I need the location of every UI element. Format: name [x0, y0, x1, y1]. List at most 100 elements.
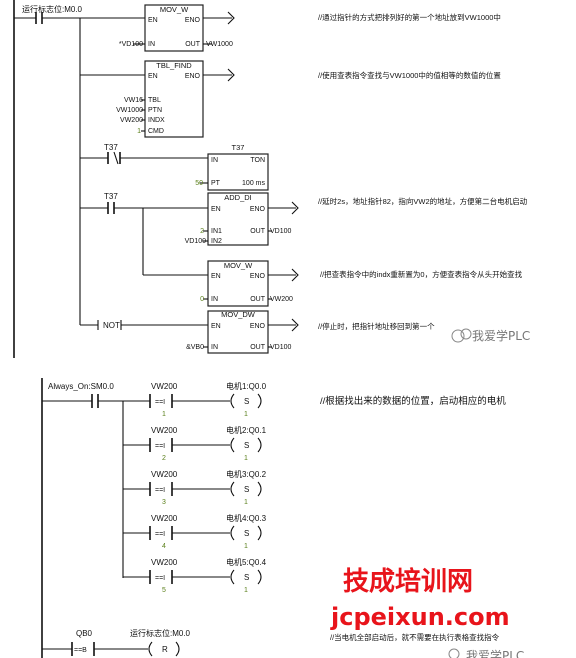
t37-nc-contact[interactable]	[113, 151, 119, 165]
not-contact[interactable]: NOT	[103, 321, 120, 330]
reset-coil[interactable]	[148, 641, 153, 657]
svg-text:MOV_W: MOV_W	[224, 261, 253, 270]
set-coil[interactable]	[257, 569, 262, 585]
set-coil-op: S	[244, 529, 249, 538]
mov-w-in-value: *VD100	[119, 41, 143, 48]
set-coil-count: 1	[244, 587, 248, 594]
set-coil[interactable]	[230, 481, 235, 497]
set-coil[interactable]	[257, 481, 262, 497]
wechat-watermark-2: 我爱学PLC	[448, 648, 524, 658]
compare-row: VW200 ==I 4 电机4:Q0.3S 1	[123, 513, 267, 550]
network-2: Always_On:SM0.0 //根据找出来的数据的位置，启动相应的电机 VW…	[41, 378, 506, 658]
tbl-find-block[interactable]: TBL_FIND EN ENO TBL PTN INDX CMD	[144, 60, 204, 138]
svg-text:PT: PT	[211, 180, 221, 187]
svg-text:jcpeixun.com: jcpeixun.com	[330, 603, 510, 631]
svg-text:INDX: INDX	[148, 117, 165, 124]
reset-coil-op: R	[162, 645, 168, 654]
compare-rows: VW200==I1电机1:Q0.0S1VW200==I2电机2:Q0.1S1VW…	[123, 381, 267, 594]
svg-text:IN: IN	[211, 157, 218, 164]
svg-text:ENO: ENO	[250, 273, 266, 280]
eno-arrow	[291, 201, 299, 215]
svg-text:OUT: OUT	[250, 228, 266, 235]
svg-text:EN: EN	[148, 73, 158, 80]
svg-text:EN: EN	[211, 206, 221, 213]
in2-value: VD100	[185, 238, 207, 245]
svg-text:OUT: OUT	[185, 41, 201, 48]
motor-coil-label: 电机4:Q0.3	[226, 513, 267, 523]
svg-text:IN: IN	[211, 296, 218, 303]
set-coil[interactable]	[257, 393, 262, 409]
mov-dw-block[interactable]: MOV_DW EN ENO IN OUT	[207, 310, 269, 354]
svg-text:ENO: ENO	[250, 323, 266, 330]
svg-text:ENO: ENO	[250, 206, 266, 213]
eno-arrow	[291, 318, 299, 332]
eno-arrow	[227, 68, 235, 82]
svg-text:我爱学PLC: 我爱学PLC	[466, 648, 524, 658]
comment-network-2: //根据找出来的数据的位置，启动相应的电机	[320, 395, 506, 407]
svg-text:T37: T37	[232, 143, 245, 152]
set-coil[interactable]	[230, 569, 235, 585]
svg-text:技成培训网: 技成培训网	[343, 567, 473, 597]
svg-text:IN: IN	[211, 344, 218, 351]
set-coil-op: S	[244, 485, 249, 494]
ptn-value: VW1000	[116, 107, 143, 114]
svg-text:EN: EN	[211, 323, 221, 330]
set-coil[interactable]	[230, 393, 235, 409]
comment-1: //通过指针的方式把排列好的第一个地址放到VW1000中	[318, 12, 501, 22]
motor-coil-label: 电机5:Q0.4	[226, 557, 267, 567]
comment-network-3: //当电机全部启动后，就不需要在执行表格查找指令	[330, 632, 500, 642]
compare-op: ==I	[155, 399, 165, 406]
compare-var-label: VW200	[151, 514, 178, 523]
set-coil[interactable]	[257, 437, 262, 453]
mov-w-2-block[interactable]: MOV_W EN ENO IN OUT	[207, 260, 269, 307]
compare-var-label: VW200	[151, 470, 178, 479]
compare-value: 4	[162, 543, 166, 550]
comment-5: //停止时，把指针地址移回到第一个	[318, 321, 435, 331]
tbl-value: VW16	[124, 97, 143, 104]
mov-dw-out-value: VD100	[270, 344, 292, 351]
reset-coil-label: 运行标志位:M0.0	[130, 628, 191, 638]
ton-timer-block[interactable]: T37 IN TON PT 100 ms	[207, 143, 269, 191]
compare-op: ==I	[155, 487, 165, 494]
svg-text:ENO: ENO	[185, 17, 201, 24]
wechat-watermark-1: 我爱学PLC	[451, 328, 530, 343]
set-coil-op: S	[244, 397, 249, 406]
t37-nc-contact-label: T37	[104, 143, 118, 152]
motor-coil-label: 电机2:Q0.1	[226, 425, 267, 435]
svg-text:IN2: IN2	[211, 238, 222, 245]
compare-var-label: VW200	[151, 382, 178, 391]
svg-text:CMD: CMD	[148, 128, 164, 135]
set-coil[interactable]	[230, 437, 235, 453]
reset-coil[interactable]	[175, 641, 180, 657]
set-coil-op: S	[244, 441, 249, 450]
t37-no-contact-label: T37	[104, 192, 118, 201]
add-di-block[interactable]: ADD_DI EN ENO IN1 OUT IN2	[207, 192, 269, 246]
cmd-value: 1	[137, 128, 141, 135]
motor-coil-label: 电机3:Q0.2	[226, 469, 267, 479]
compare-value: 2	[162, 455, 166, 462]
svg-text:MOV_W: MOV_W	[160, 5, 189, 14]
svg-text:OUT: OUT	[250, 296, 266, 303]
mov-w-2-out-value: VW200	[270, 296, 293, 303]
mov-w-2-in-value: 0	[200, 296, 204, 303]
compare-var-label: VW200	[151, 426, 178, 435]
set-coil-count: 1	[244, 499, 248, 506]
in1-value: 2	[200, 228, 204, 235]
set-coil-op: S	[244, 573, 249, 582]
mov-w-block[interactable]: MOV_W EN ENO IN OUT	[144, 4, 204, 52]
compare-op: ==I	[155, 531, 165, 538]
compare-op: ==I	[155, 575, 165, 582]
svg-text:ENO: ENO	[185, 73, 201, 80]
svg-text:IN1: IN1	[211, 228, 222, 235]
svg-text:TBL: TBL	[148, 97, 161, 104]
pt-value: 50	[195, 180, 203, 187]
compare-value: 5	[162, 587, 166, 594]
set-coil[interactable]	[257, 525, 262, 541]
set-coil[interactable]	[230, 525, 235, 541]
set-coil-count: 1	[244, 543, 248, 550]
compare-op: ==I	[155, 443, 165, 450]
compare-value: 1	[162, 411, 166, 418]
